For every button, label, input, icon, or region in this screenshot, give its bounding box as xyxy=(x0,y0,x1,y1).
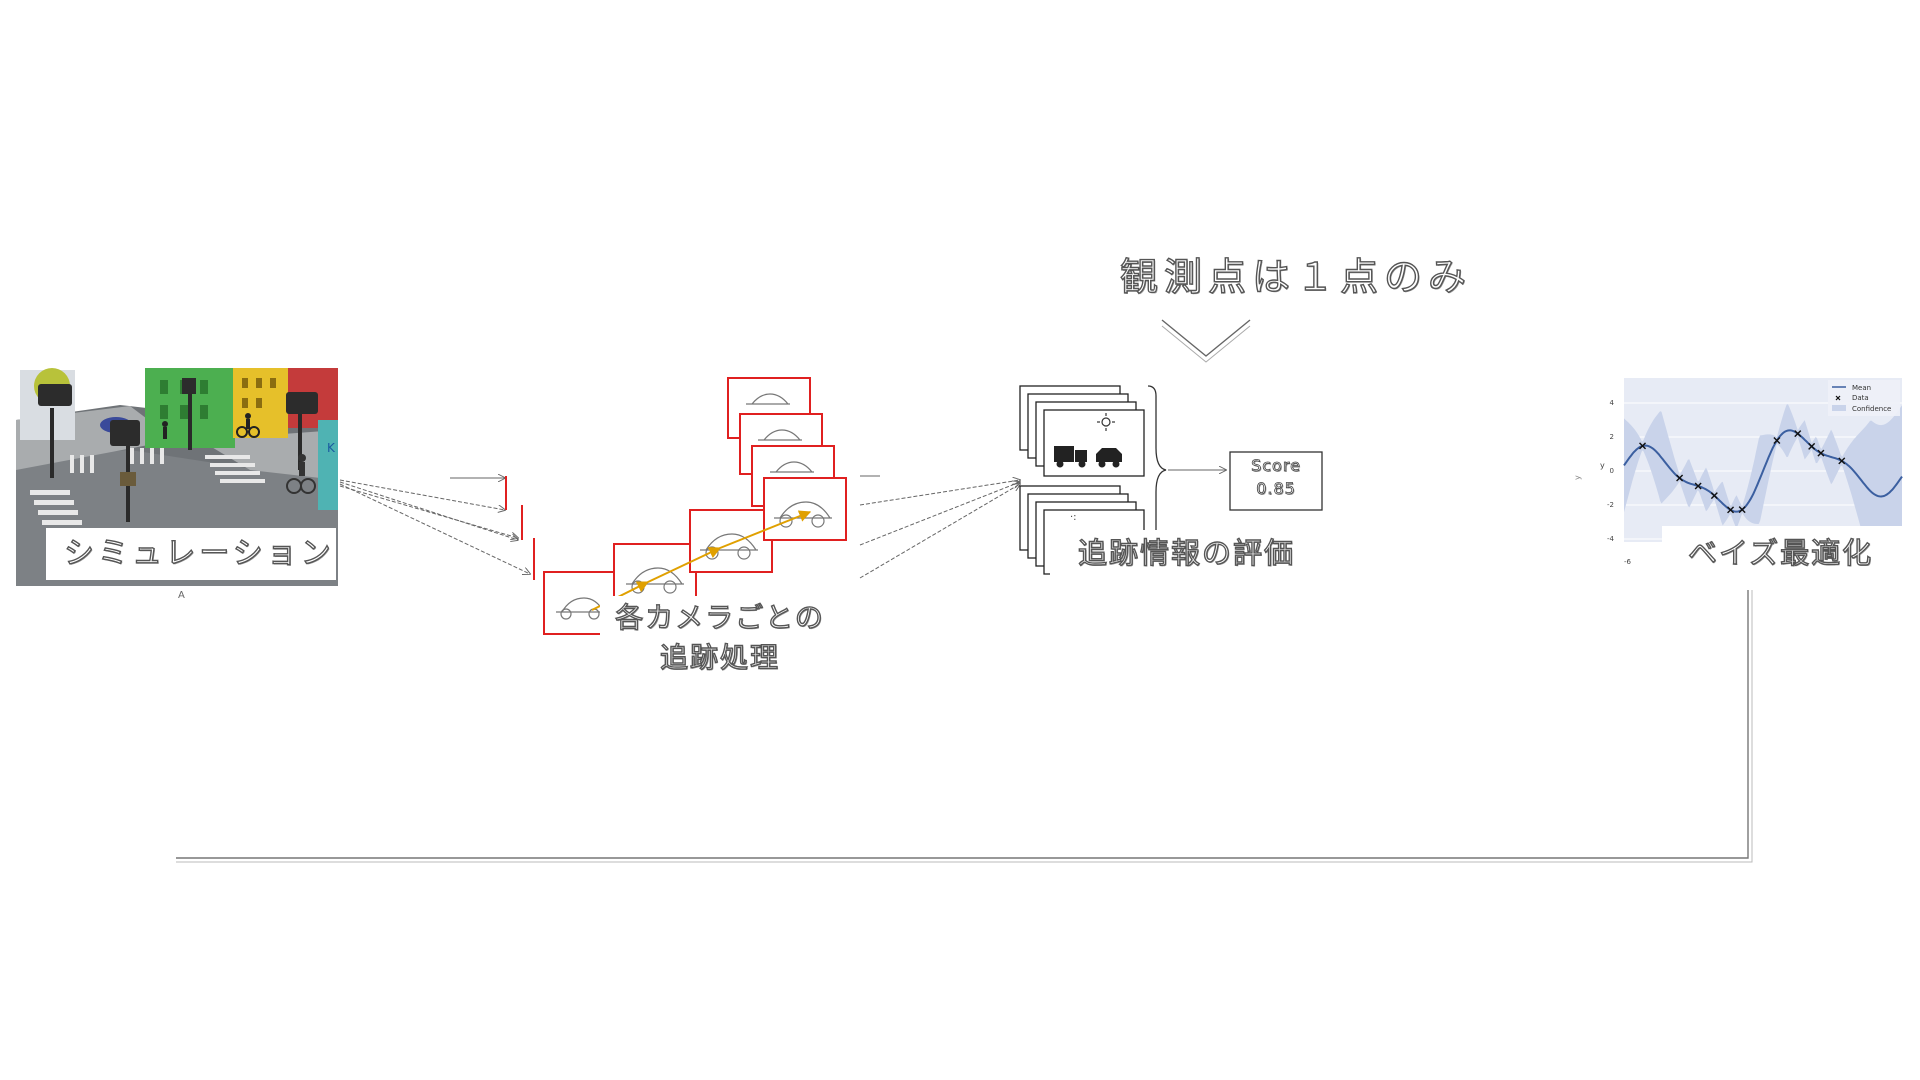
evaluation-label-box xyxy=(1050,530,1342,576)
sun-small-icon xyxy=(1097,413,1115,431)
data-point-mark xyxy=(1794,430,1802,438)
legend-confidence-label: Confidence xyxy=(1852,405,1891,413)
car-outline-icon xyxy=(758,429,802,441)
sim-to-tracking-arrows xyxy=(339,479,530,574)
chevron-down-icon xyxy=(1161,319,1251,357)
corner-mark: A xyxy=(178,590,185,601)
car-outline-icon xyxy=(770,461,814,473)
data-point-mark xyxy=(1838,457,1846,465)
score-label: Score xyxy=(1251,456,1301,476)
car-icon xyxy=(1096,448,1122,468)
data-point-mark xyxy=(1694,482,1702,490)
tracking-label-line1: 各カメラごとの xyxy=(614,600,825,634)
legend-mean-label: Mean xyxy=(1852,384,1871,392)
y-axis-label: y xyxy=(1600,461,1605,470)
y-tick-label: -2 xyxy=(1607,501,1614,509)
shop-sign-text: K xyxy=(327,441,336,455)
headline: 観測点は１点のみ xyxy=(1119,254,1473,299)
data-point-mark xyxy=(1808,442,1816,450)
tracking-frame xyxy=(689,509,773,573)
y-tick-label: 0 xyxy=(1610,467,1614,475)
bayes-label-box xyxy=(1662,526,1902,572)
legend-data-label: Data xyxy=(1852,394,1869,402)
legend-data-swatch xyxy=(1835,395,1841,401)
data-point-mark xyxy=(1773,437,1781,445)
mean-line xyxy=(1623,429,1903,513)
data-point-mark xyxy=(1639,442,1647,450)
y-tick-label: 2 xyxy=(1610,433,1614,441)
brace xyxy=(1147,385,1167,555)
data-point-mark xyxy=(1710,492,1718,500)
frame-edge-marks xyxy=(505,476,535,580)
bayes-label: ベイズ最適化 xyxy=(1687,535,1874,570)
x-tick-label: -6 xyxy=(1624,558,1632,566)
tracking-to-eval-arrows xyxy=(859,480,1020,579)
car-outline-icons xyxy=(556,393,832,620)
simulation-label-box xyxy=(46,528,336,580)
y-tick-label: 4 xyxy=(1610,399,1615,407)
data-points xyxy=(1639,430,1846,514)
data-point-mark xyxy=(1727,506,1735,514)
score-value: 0.85 xyxy=(1256,479,1296,499)
small-mark: ·: xyxy=(1070,512,1077,523)
legend-confidence-swatch xyxy=(1832,405,1846,411)
tracking-frames xyxy=(543,377,847,635)
evaluation-label: 追跡情報の評価 xyxy=(1077,535,1296,570)
data-point-mark xyxy=(1676,474,1684,482)
bayes-plot: Mean Data Confidence 4 2 0 -2 -4 y y -6 xyxy=(1573,378,1903,566)
simulation-label: シミュレーション xyxy=(63,535,335,571)
feedback-loop xyxy=(176,590,1753,863)
chevron-shadow xyxy=(1161,325,1251,363)
truck-icon xyxy=(1054,446,1087,468)
tracking-frame xyxy=(763,477,847,541)
y-axis-label-outer: y xyxy=(1573,475,1582,480)
data-point-mark xyxy=(1738,506,1746,514)
tracking-label-box: 各カメラごとの 追跡処理 xyxy=(600,596,840,675)
data-point-mark xyxy=(1817,449,1825,457)
y-tick-label: -4 xyxy=(1607,535,1615,543)
score-box xyxy=(1229,451,1323,511)
car-outline-icon xyxy=(746,393,790,405)
tracking-label-line2: 追跡処理 xyxy=(659,640,780,674)
